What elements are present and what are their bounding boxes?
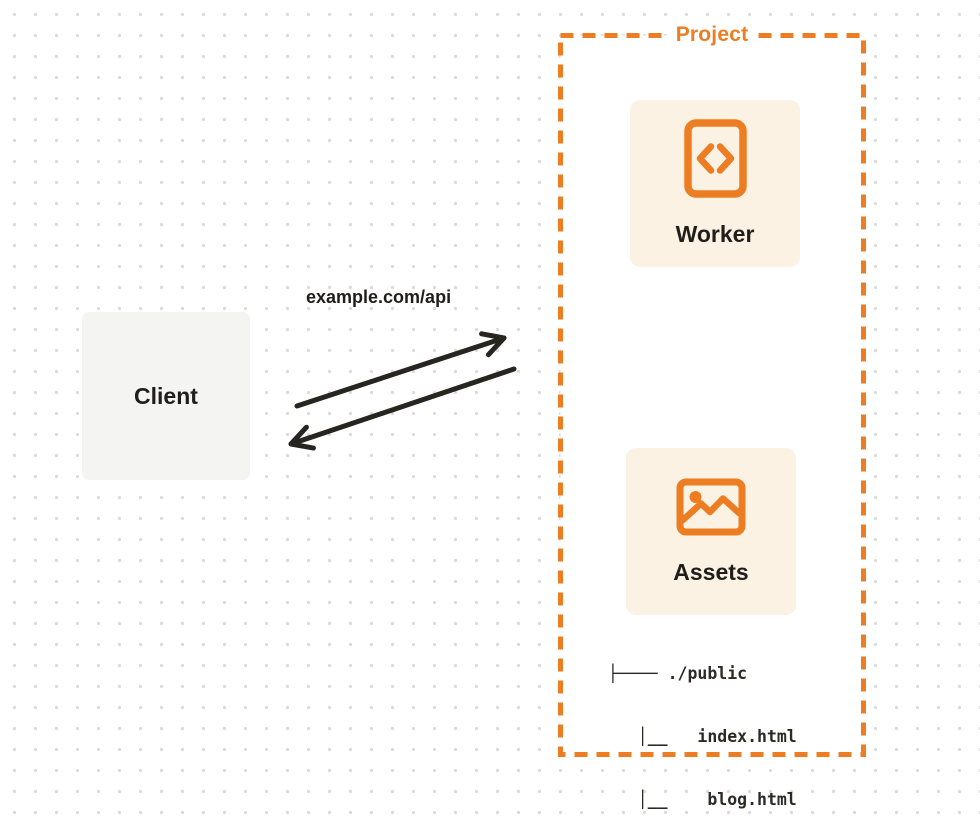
file-tree-item: │__ blog.html bbox=[608, 790, 797, 809]
client-node: Client bbox=[82, 312, 250, 480]
client-node-label: Client bbox=[134, 382, 198, 409]
request-url-label: example.com/api bbox=[306, 287, 452, 307]
file-tree-root: ├──── ./public bbox=[608, 664, 748, 683]
image-icon bbox=[676, 478, 746, 541]
response-arrow bbox=[288, 366, 517, 451]
assets-node: Assets bbox=[626, 448, 796, 615]
assets-node-label: Assets bbox=[673, 558, 749, 585]
request-arrow bbox=[294, 331, 507, 409]
worker-node-label: Worker bbox=[675, 221, 755, 247]
file-tree-item: │__ index.html bbox=[608, 727, 797, 746]
worker-node: Worker bbox=[630, 100, 800, 267]
code-file-icon bbox=[683, 119, 747, 203]
assets-file-tree: ├──── ./public │__ index.html │__ blog.h… bbox=[608, 621, 797, 818]
project-boundary-label: Project bbox=[667, 23, 757, 47]
